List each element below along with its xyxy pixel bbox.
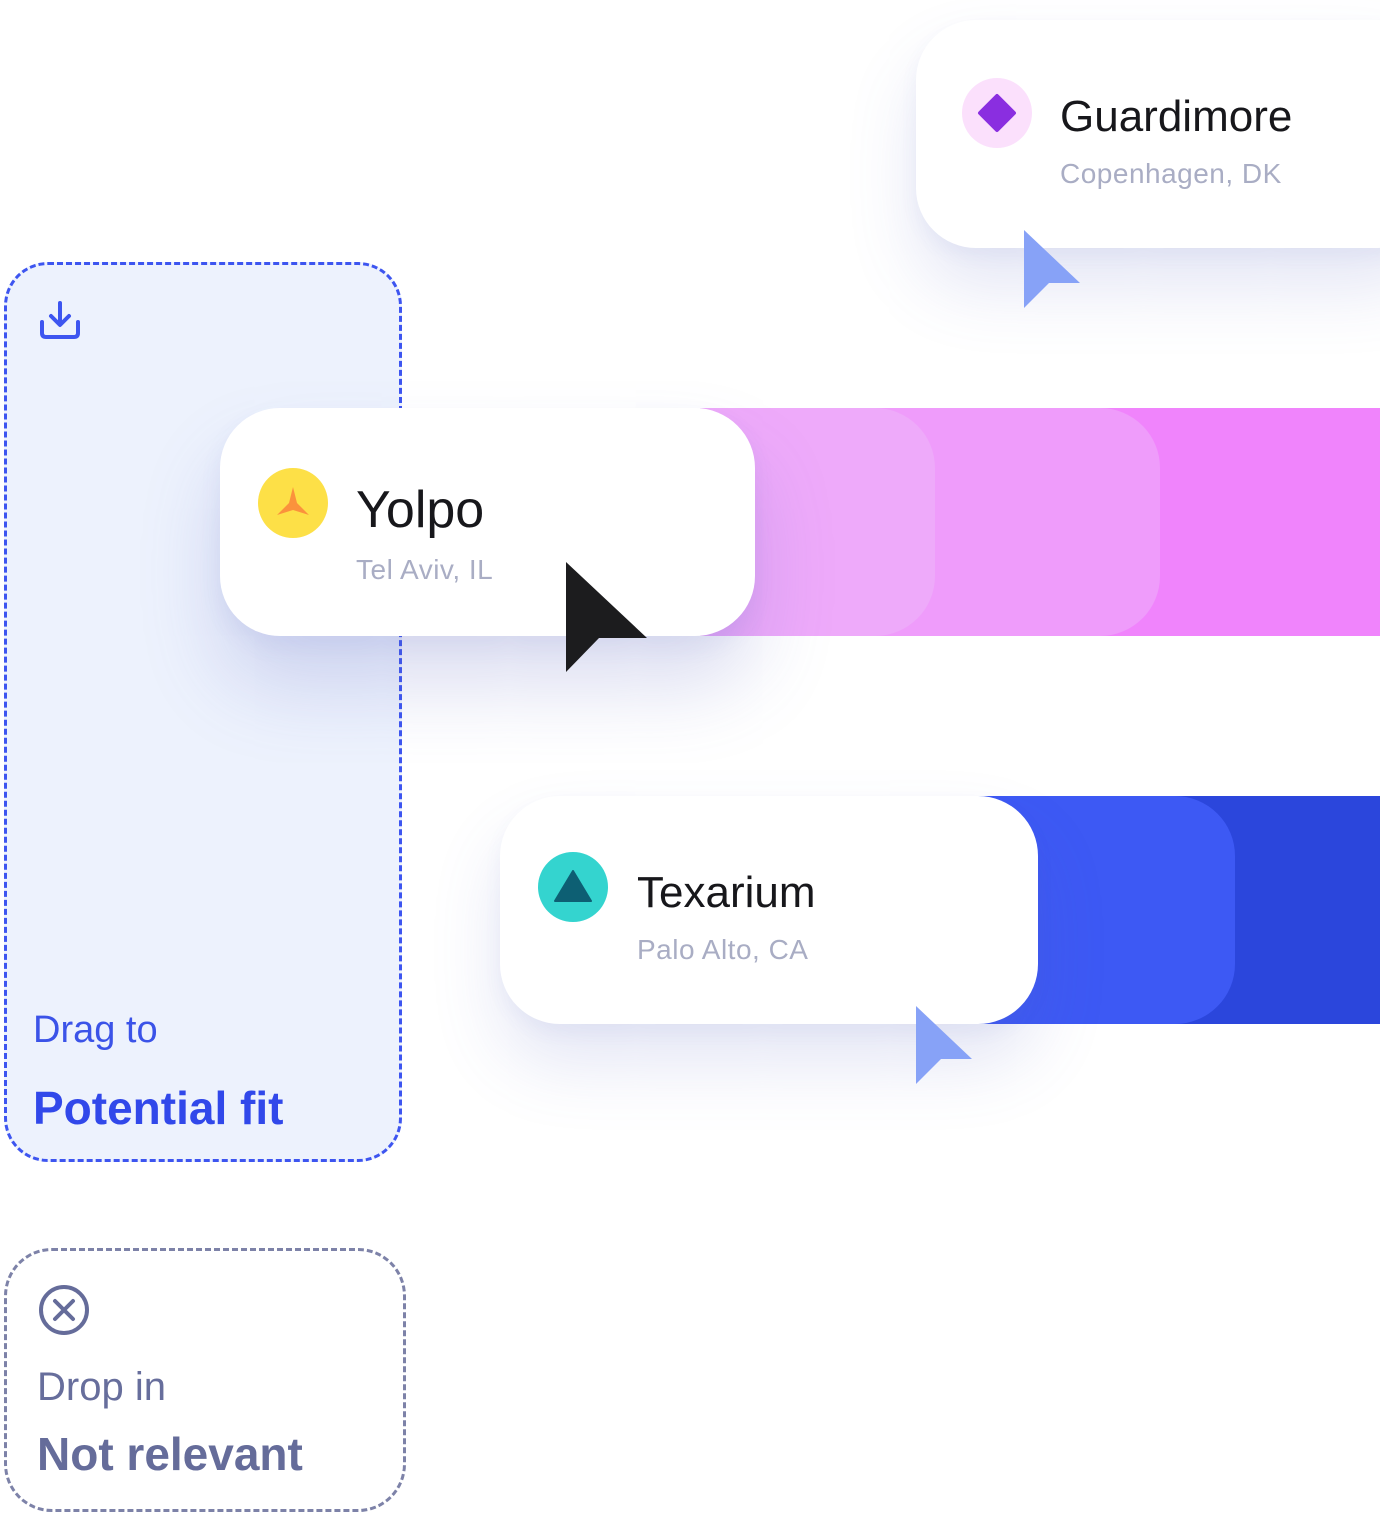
company-name: Yolpo: [356, 481, 485, 539]
company-name: Texarium: [637, 868, 816, 917]
drop-zone-title: Not relevant: [37, 1428, 303, 1480]
drop-zone-hint: Drop in: [37, 1365, 166, 1409]
tripod-logo-icon: [277, 487, 309, 515]
download-icon: [40, 301, 80, 339]
diamond-logo-icon: [978, 94, 1016, 132]
company-location: Tel Aviv, IL: [356, 554, 494, 585]
drop-zone-hint: Drag to: [33, 1009, 158, 1051]
close-circle-icon: [39, 1285, 89, 1335]
company-card-guardimore[interactable]: Guardimore Copenhagen, DK: [916, 20, 1380, 248]
company-location: Palo Alto, CA: [637, 934, 809, 965]
company-name: Guardimore: [1060, 92, 1293, 141]
company-logo: [258, 468, 328, 538]
company-card-yolpo[interactable]: Yolpo Tel Aviv, IL: [220, 408, 755, 636]
company-logo: [962, 78, 1032, 148]
company-location: Copenhagen, DK: [1060, 158, 1282, 189]
triangle-logo-icon: [554, 870, 592, 902]
not-relevant-drop-zone[interactable]: Drop in Not relevant: [4, 1248, 406, 1512]
potential-fit-drop-zone[interactable]: Drag to Potential fit: [4, 262, 402, 1162]
black-pointer-cursor: [566, 562, 647, 672]
blue-pointer-cursor: [916, 1006, 972, 1084]
blue-pointer-cursor: [1024, 230, 1080, 308]
drop-zone-title: Potential fit: [33, 1082, 284, 1134]
company-logo: [538, 852, 608, 922]
company-card-texarium[interactable]: Texarium Palo Alto, CA: [500, 796, 1038, 1024]
